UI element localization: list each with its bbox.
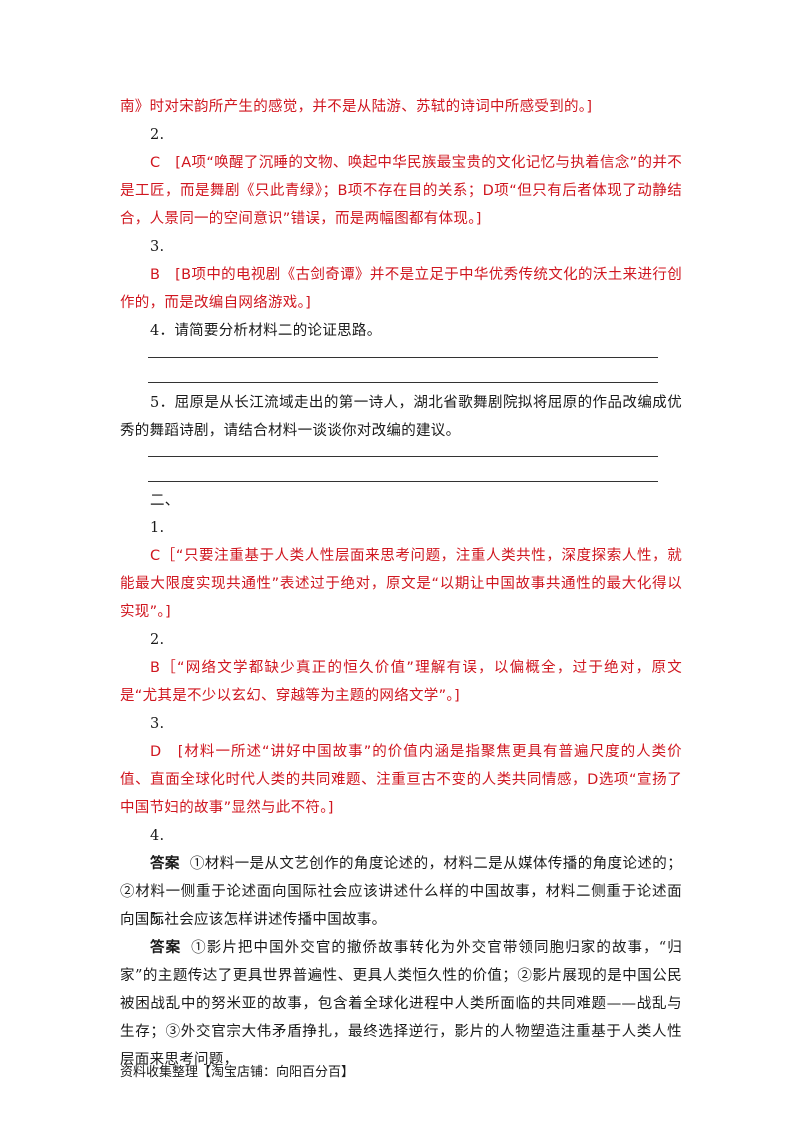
s2-q5-number: 5.: [150, 912, 165, 928]
section-heading: 二、: [150, 493, 180, 509]
answer-label: 答案: [150, 939, 182, 956]
q2-answer: C [A项“唤醒了沉睡的文物、唤起中华民族最宝贵的文化记忆与执着信念”的并不是工…: [120, 155, 682, 227]
q5-question: 5．屈原是从长江流域走出的第一诗人，湖北省歌舞剧院拟将屈原的作品改编成优秀的舞蹈…: [120, 395, 682, 439]
answer-line: [148, 382, 658, 383]
q2-number: 2.: [150, 127, 165, 143]
q4-question: 4．请简要分析材料二的论证思路。: [150, 323, 382, 339]
s2-q5-answer-text: ①影片把中国外交官的撤侨故事转化为外交官带领同胞归家的故事，“归家”的主题传达了…: [120, 940, 682, 1068]
answer-line: [148, 481, 658, 482]
answer-continuation: 南》时对宋韵所产生的感觉，并不是从陆游、苏轼的诗词中所感受到的。]: [120, 99, 593, 115]
answer-line: [148, 357, 658, 358]
s2-q4-answer-text: ①材料一是从文艺创作的角度论述的，材料二是从媒体传播的角度论述的；②材料一侧重于…: [120, 856, 682, 928]
answer-line: [148, 456, 658, 457]
s2-q1-answer: C［“只要注重基于人类人性层面来思考问题，注重人类共性，深度探索人性，就能最大限…: [120, 548, 682, 620]
s2-q3-number: 3.: [150, 716, 165, 732]
q3-answer: B [B项中的电视剧《古剑奇谭》并不是立足于中华优秀传统文化的沃土来进行创作的，…: [120, 267, 682, 311]
s2-q2-answer: B［“网络文学都缺少真正的恒久价值”理解有误，以偏概全，过于绝对，原文是“尤其是…: [120, 660, 682, 704]
s2-q2-number: 2.: [150, 632, 165, 648]
s2-q4-number: 4.: [150, 828, 165, 844]
q3-number: 3.: [150, 239, 165, 255]
s2-q1-number: 1.: [150, 520, 165, 536]
page-footer: 资料收集整理【淘宝店铺：向阳百分百】: [120, 1065, 355, 1080]
answer-label: 答案: [150, 855, 180, 872]
s2-q3-answer: D [材料一所述“讲好中国故事”的价值内涵是指聚焦更具有普遍尺度的人类价值、直面…: [120, 744, 682, 816]
